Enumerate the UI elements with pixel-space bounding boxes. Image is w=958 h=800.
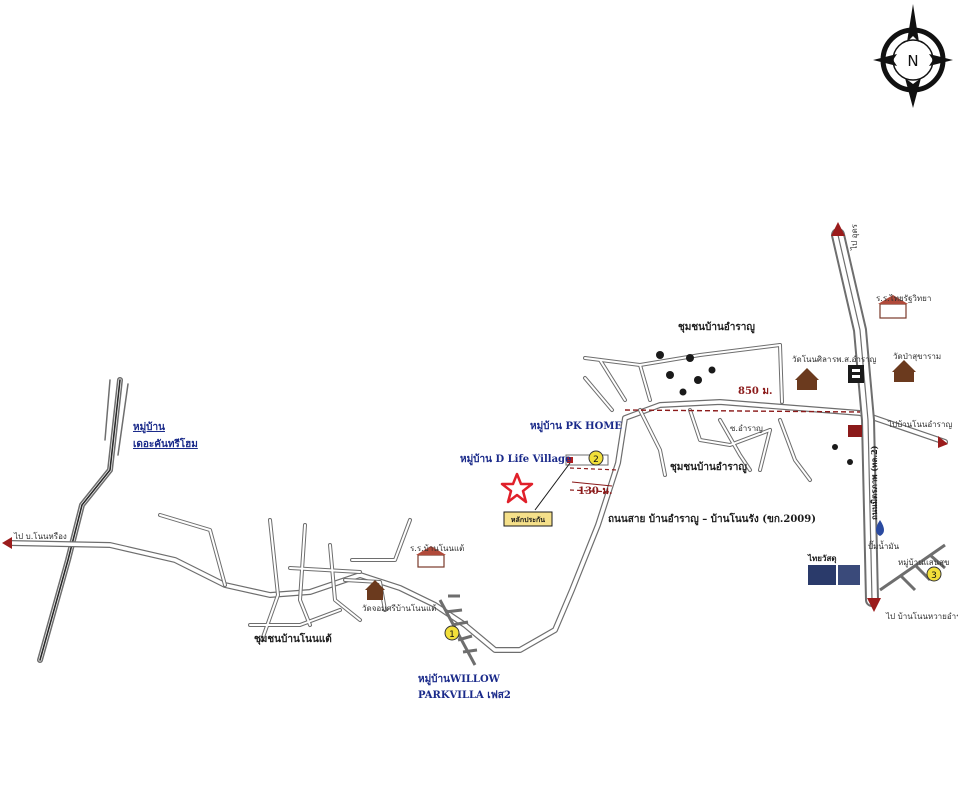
label-dlife-village: หมู่บ้าน D Life Village	[460, 454, 572, 465]
distance-130-line	[569, 467, 619, 493]
marker-3: 3	[926, 566, 942, 582]
gas-station-icon	[876, 520, 884, 536]
label-country-home-2: เดอะคันทรีโฮม	[133, 439, 198, 450]
road-main	[7, 399, 948, 653]
label-school-nonhae: ร.ร.บ้านโนนแต้	[410, 544, 465, 553]
label-thai-watsadu: ไทยวัสดุ	[808, 553, 837, 563]
hospital-icon	[848, 365, 864, 383]
label-willow-1: หมู่บ้านWILLOW	[418, 674, 500, 685]
distance-850-line	[624, 409, 861, 413]
label-to-bottom: ไป บ้านโนนหวายอำราญ	[886, 612, 958, 621]
road-country-home	[37, 377, 129, 663]
label-soi: ซ.อำราญ	[730, 424, 763, 433]
label-hospital: รพ.ส.อำราญ	[832, 355, 877, 364]
compass-north-letter: N	[907, 52, 918, 70]
label-gas: ปั๊มน้ำมัน	[868, 542, 900, 551]
label-temple-nonhae: วัดจอมศรีบ้านโนนแต้	[362, 604, 437, 613]
roads-nonhae-inner	[159, 514, 411, 641]
label-temple-right: วัดป่าสุขาราม	[893, 352, 942, 361]
label-village-right: หมู่บ้านแสนสุข	[898, 558, 950, 567]
label-pk-home: หมู่บ้าน PK HOME	[530, 421, 623, 432]
label-community-amran-mid: ชุมชนบ้านอำราญู	[670, 462, 747, 473]
collateral-tag-text: หลักประกัน	[511, 516, 545, 524]
label-to-right: ไปบ้านโนนอำราญ	[888, 420, 953, 429]
label-community-amran-top: ชุมชนบ้านอำราญู	[678, 322, 755, 333]
svg-text:3: 3	[931, 571, 937, 581]
label-to-udon: ไป อุดร	[850, 224, 859, 250]
collateral-tag	[503, 511, 553, 527]
distance-130-arrow	[571, 481, 613, 487]
svg-text:1: 1	[449, 630, 455, 640]
label-road-2009: ถนนสาย บ้านอำราญู – บ้านโนนรัง (ขก.2009)	[608, 514, 816, 525]
compass-rose-icon: N	[873, 4, 953, 108]
building-icon	[808, 425, 862, 585]
label-willow-2: PARKVILLA เฟส2	[418, 690, 511, 701]
label-distance-850: 850 ม.	[738, 386, 773, 397]
label-country-home-1: หมู่บ้าน	[133, 422, 165, 433]
red-star-icon	[500, 472, 534, 504]
dlife-plot	[534, 454, 609, 511]
tree-icon	[656, 351, 853, 465]
svg-text:2: 2	[593, 455, 599, 465]
label-school-right: ร.ร.ไทยรัฐวิทยา	[876, 294, 932, 303]
marker-1: 1	[444, 625, 460, 641]
roads-right-village	[879, 543, 946, 592]
label-temple-amran: วัดโนนศิลา	[792, 355, 832, 364]
label-to-nonghoi: ไป บ.โนนหรือง	[14, 532, 67, 541]
roads-amran-inner	[584, 344, 811, 481]
marker-2: 2	[588, 450, 604, 466]
label-distance-130: 130 ม.	[578, 486, 613, 497]
arrow-icon	[2, 222, 948, 612]
temple-icon	[365, 360, 916, 600]
school-icon	[416, 295, 908, 568]
label-community-nonhae: ชุมชนบ้านโนนแต้	[254, 634, 332, 645]
road-mittraphap	[831, 228, 879, 607]
label-mittraphap: ถนนมิตรภาพ (ทล.2)	[869, 445, 879, 520]
